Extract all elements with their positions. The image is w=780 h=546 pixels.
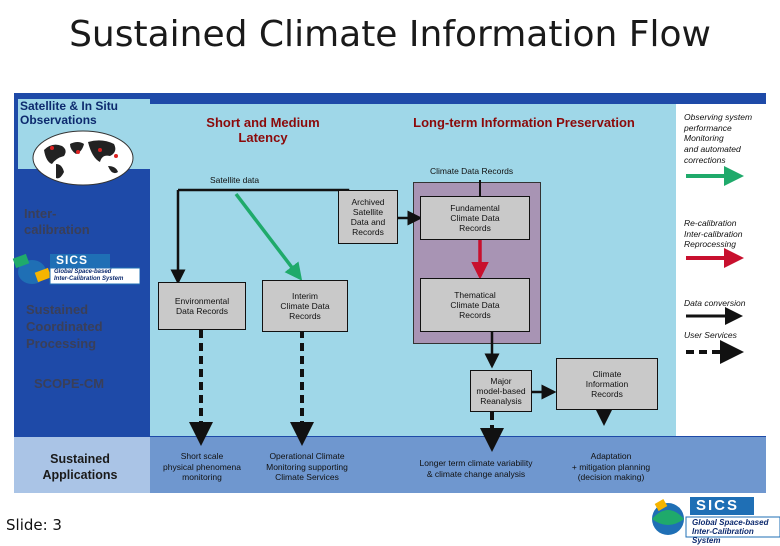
climate-data-records-label: Climate Data Records	[430, 166, 514, 176]
gsics-big-title: SICS	[696, 497, 740, 514]
scope-cm-label: SCOPE-CM	[34, 376, 105, 391]
environmental-records-box: Environmental Data Records	[158, 282, 246, 330]
sustained-applications-label: Sustained Applications	[42, 452, 118, 483]
interim-cdr-box: Interim Climate Data Records	[262, 280, 348, 332]
climate-info-records-box: Climate Information Records	[556, 358, 658, 410]
thematic-cdr-box: Thematical Climate Data Records	[420, 278, 530, 332]
top-flow-line	[178, 188, 356, 208]
legend-recalibration-text: Re-calibration Inter-calibration Reproce…	[684, 218, 743, 250]
reanalysis-box: Major model-based Reanalysis	[470, 370, 532, 412]
operational-text: Operational Climate Monitoring supportin…	[266, 451, 348, 483]
page-title: Sustained Climate Information Flow	[69, 14, 711, 55]
fundamental-cdr-box: Fundamental Climate Data Records	[420, 196, 530, 240]
short-medium-header: Short and Medium Latency	[206, 115, 320, 145]
legend-observing-text: Observing system performance Monitoring …	[684, 112, 753, 165]
green-diagonal-arrow	[234, 192, 303, 281]
gsics-big-subtitle: Global Space-based Inter-Calibration Sys…	[692, 518, 769, 546]
legend-area	[676, 104, 766, 436]
long-term-header: Long-term Information Preservation	[413, 115, 635, 130]
intercalibration-label: Inter- calibration	[24, 206, 90, 237]
legend-data-conversion-text: Data conversion	[684, 298, 746, 308]
gsics-small-subtitle: Global Space-based Inter-Calibration Sys…	[54, 269, 124, 282]
gsics-small-title: SICS	[56, 253, 89, 267]
longer-term-text: Longer term climate variability & climat…	[419, 458, 533, 479]
archived-satellite-box: Archived Satellite Data and Records	[338, 190, 398, 244]
legend-user-services-text: User Services	[684, 330, 737, 340]
gsics-small-logo: SICS Global Space-based Inter-Calibratio…	[12, 250, 141, 290]
satellite-data-label: Satellite data	[210, 175, 260, 185]
globe-map-icon	[30, 128, 136, 188]
bottom-band-highlight	[14, 437, 150, 493]
satellite-icon	[12, 253, 141, 285]
gsics-logo-icon: SICS Global Space-based Inter-Calibratio…	[648, 495, 780, 545]
adaptation-text: Adaptation + mitigation planning (decisi…	[571, 451, 651, 483]
slide-number: Slide: 3	[6, 516, 62, 534]
sustained-coordinated-label: Sustained Coordinated Processing	[26, 302, 103, 351]
short-scale-text: Short scale physical phenomena monitorin…	[163, 451, 241, 483]
